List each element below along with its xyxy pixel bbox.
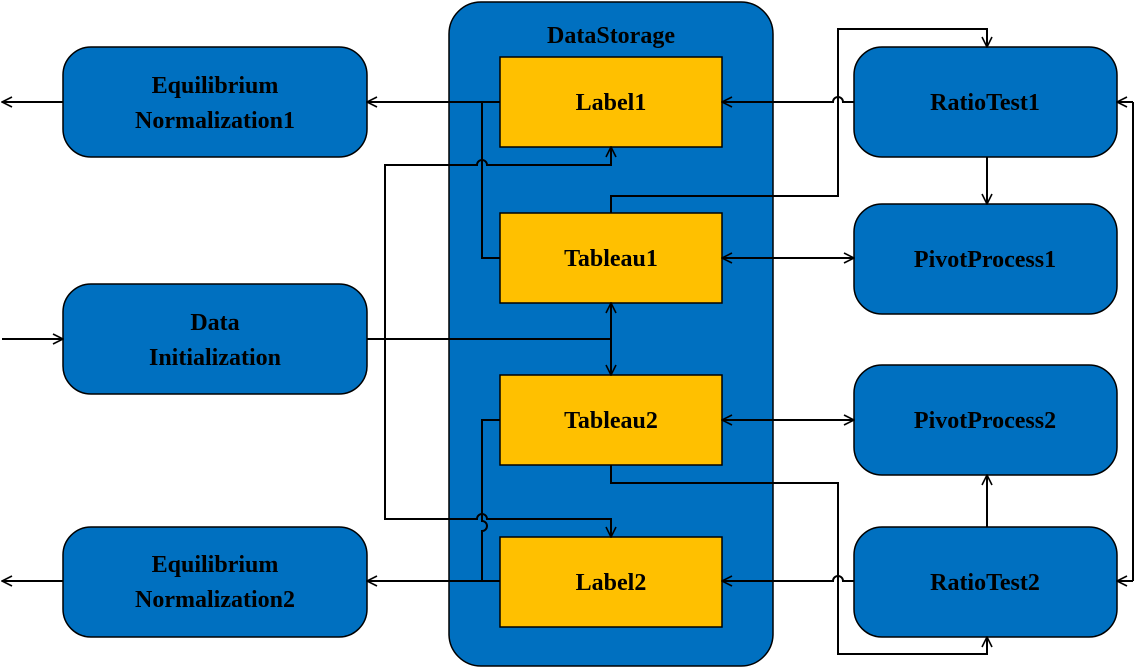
ratiotest1-node: RatioTest1 [853,46,1118,158]
tableau1-text: Tableau1 [564,246,658,272]
connectors [2,28,1134,655]
tableau1-node: Tableau1 [499,212,723,304]
label1-node: Label1 [499,56,723,148]
edge-tableau1-ratio1 [610,28,987,213]
edge-tableau1-eq1 [481,102,500,259]
pivotprocess1-node: PivotProcess1 [853,203,1118,315]
edge-tableau2-eq2 [481,419,500,581]
pivotprocess2-text: PivotProcess2 [914,408,1056,434]
pivotprocess2-node: PivotProcess2 [853,364,1118,476]
label2-node: Label2 [499,536,723,628]
edge-init-label2 [384,339,611,537]
equilibrium-normalization-2-node: Equilibrium Normalization2 [62,526,368,638]
equilibrium-normalization-1-line2: Normalization1 [135,108,295,134]
ratiotest2-node: RatioTest2 [853,526,1118,638]
data-initialization-line1: Data [190,310,239,336]
equilibrium-normalization-2-line2: Normalization2 [135,587,295,613]
data-initialization-line2: Initialization [149,345,281,371]
pivotprocess1-text: PivotProcess1 [914,247,1056,273]
data-initialization-node: Data Initialization [62,283,368,395]
equilibrium-normalization-2-line1: Equilibrium [152,552,279,578]
equilibrium-normalization-1-node: Equilibrium Normalization1 [62,46,368,158]
edge-tableau2-ratio2 [610,465,987,655]
equilibrium-normalization-1-line1: Equilibrium [152,73,279,99]
ratiotest1-text: RatioTest1 [930,90,1040,116]
label1-text: Label1 [576,90,647,116]
tableau2-text: Tableau2 [564,408,658,434]
datastorage-title: DataStorage [547,23,675,49]
ratiotest2-text: RatioTest2 [930,570,1040,596]
tableau2-node: Tableau2 [499,374,723,466]
edge-init-label1 [367,147,611,340]
label2-text: Label2 [576,570,647,596]
